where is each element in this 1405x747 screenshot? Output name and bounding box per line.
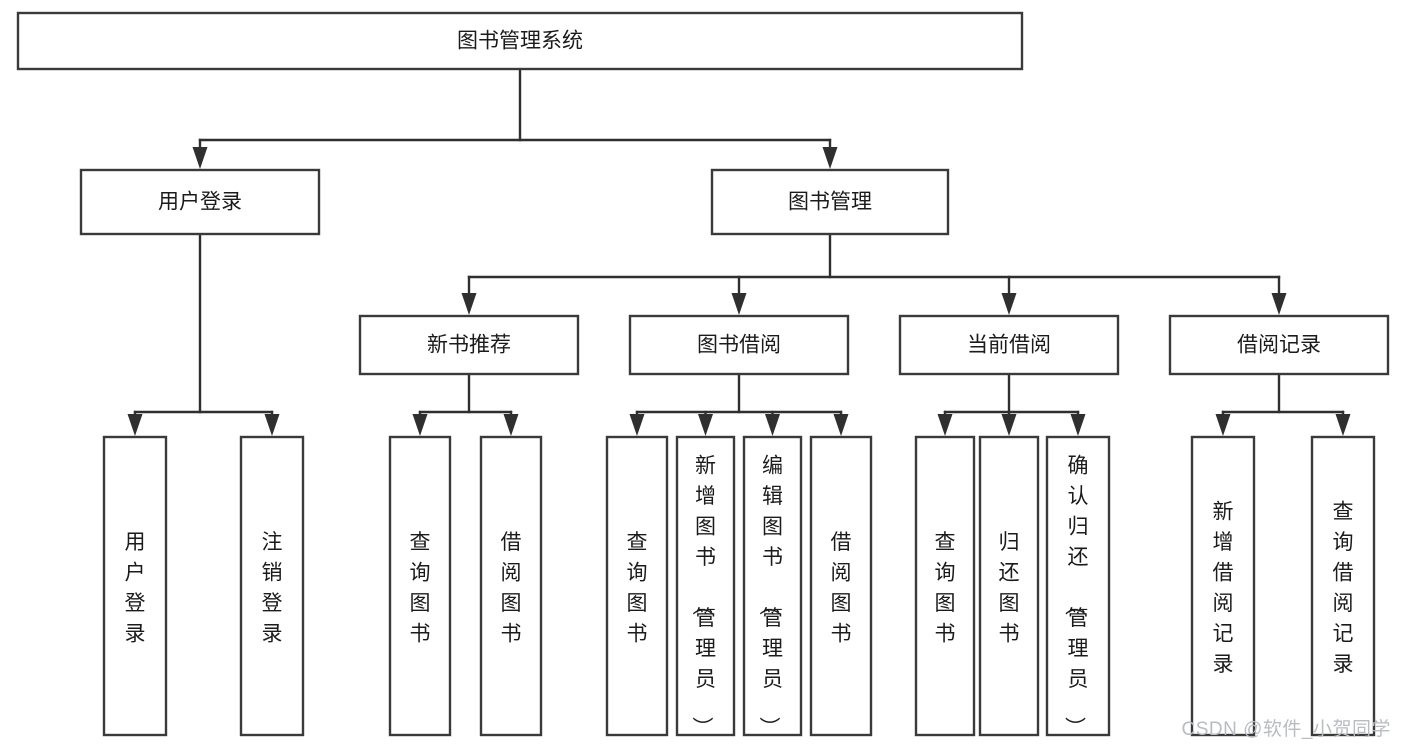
node-book-borrow[interactable]: 图书借阅 <box>628 314 850 376</box>
nodes-layer: 图书管理系统用户登录图书管理新书推荐图书借阅当前借阅借阅记录用户登录注销登录查询… <box>16 11 1390 738</box>
node-box[interactable] <box>479 435 543 737</box>
node-label: 用户登录 <box>125 531 146 646</box>
edge-arrowhead-icon <box>629 414 645 436</box>
node-label: 用户登录 <box>158 191 242 214</box>
node-user-login[interactable]: 用户登录 <box>79 168 321 236</box>
node-label: 新书推荐 <box>427 334 511 357</box>
node-box[interactable] <box>239 435 305 737</box>
node-box[interactable] <box>1045 435 1111 737</box>
node-box[interactable] <box>742 435 803 737</box>
node-box[interactable] <box>1168 314 1390 376</box>
node-leaf-query-book-c[interactable]: 查询图书 <box>914 435 976 737</box>
node-leaf-user-login[interactable]: 用户登录 <box>102 435 168 737</box>
node-leaf-query-book-b[interactable]: 查询图书 <box>605 435 669 737</box>
node-box[interactable] <box>16 11 1024 71</box>
edge-arrowhead-icon <box>461 293 477 315</box>
edge-arrowhead-icon <box>937 414 953 436</box>
edge-arrowhead-icon <box>264 414 280 436</box>
edge-arrowhead-icon <box>192 147 208 169</box>
edge-arrowhead-icon <box>1001 414 1017 436</box>
edge-arrowhead-icon <box>731 293 747 315</box>
node-label: 查询图书 <box>627 531 648 646</box>
node-box[interactable] <box>358 314 580 376</box>
node-label: 当前借阅 <box>967 334 1051 357</box>
edge-arrowhead-icon <box>822 147 838 169</box>
node-label: 借阅记录 <box>1237 334 1321 357</box>
node-loan-records[interactable]: 借阅记录 <box>1168 314 1390 376</box>
node-box[interactable] <box>914 435 976 737</box>
node-leaf-logout[interactable]: 注销登录 <box>239 435 305 737</box>
edge-arrowhead-icon <box>833 414 849 436</box>
node-label: 新增借阅记录 <box>1213 500 1234 676</box>
node-label: 注销登录 <box>262 531 283 646</box>
node-label: 新增图书（管理员） <box>690 455 716 738</box>
node-label: 图书管理系统 <box>457 30 583 53</box>
node-root[interactable]: 图书管理系统 <box>16 11 1024 71</box>
node-leaf-return-book[interactable]: 归还图书 <box>978 435 1040 737</box>
node-new-book-rec[interactable]: 新书推荐 <box>358 314 580 376</box>
node-label: 图书管理 <box>788 191 872 214</box>
node-box[interactable] <box>1190 435 1256 737</box>
node-label: 图书借阅 <box>697 334 781 357</box>
watermark-label: CSDN @软件_小贺同学 <box>1181 719 1391 740</box>
node-box[interactable] <box>978 435 1040 737</box>
node-book-manage[interactable]: 图书管理 <box>710 168 950 236</box>
node-label: 查询图书 <box>410 531 431 646</box>
edge-arrowhead-icon <box>127 414 143 436</box>
node-box[interactable] <box>710 168 950 236</box>
edge-arrowhead-icon <box>1070 414 1086 436</box>
node-box[interactable] <box>628 314 850 376</box>
node-leaf-query-record[interactable]: 查询借阅记录 <box>1310 435 1376 737</box>
node-label: 查询借阅记录 <box>1333 500 1354 676</box>
node-label: 确认归还（管理员） <box>1063 455 1089 738</box>
node-box[interactable] <box>809 435 873 737</box>
edge-arrowhead-icon <box>765 414 780 436</box>
node-leaf-edit-book[interactable]: 编辑图书（管理员） <box>742 435 803 738</box>
node-box[interactable] <box>102 435 168 737</box>
edge-arrowhead-icon <box>1271 293 1287 315</box>
node-leaf-confirm-return[interactable]: 确认归还（管理员） <box>1045 435 1111 738</box>
node-label: 编辑图书（管理员） <box>757 455 783 738</box>
node-box[interactable] <box>1310 435 1376 737</box>
node-box[interactable] <box>675 435 736 737</box>
edge-arrowhead-icon <box>1335 414 1351 436</box>
node-current-loans[interactable]: 当前借阅 <box>898 314 1120 376</box>
node-leaf-borrow-book-b[interactable]: 借阅图书 <box>809 435 873 737</box>
node-box[interactable] <box>898 314 1120 376</box>
edges-layer <box>127 67 1351 436</box>
node-leaf-add-record[interactable]: 新增借阅记录 <box>1190 435 1256 737</box>
node-leaf-query-book-a[interactable]: 查询图书 <box>388 435 452 737</box>
edge-arrowhead-icon <box>1001 293 1017 315</box>
node-label: 借阅图书 <box>831 531 852 646</box>
node-box[interactable] <box>605 435 669 737</box>
node-label: 借阅图书 <box>501 531 522 646</box>
node-box[interactable] <box>79 168 321 236</box>
edge-arrowhead-icon <box>412 414 428 436</box>
node-leaf-add-book[interactable]: 新增图书（管理员） <box>675 435 736 738</box>
node-leaf-borrow-book-a[interactable]: 借阅图书 <box>479 435 543 737</box>
edge-arrowhead-icon <box>1215 414 1231 436</box>
edge-arrowhead-icon <box>698 414 713 436</box>
edge-arrowhead-icon <box>503 414 519 436</box>
node-label: 归还图书 <box>999 531 1020 646</box>
node-label: 查询图书 <box>935 531 956 646</box>
node-box[interactable] <box>388 435 452 737</box>
